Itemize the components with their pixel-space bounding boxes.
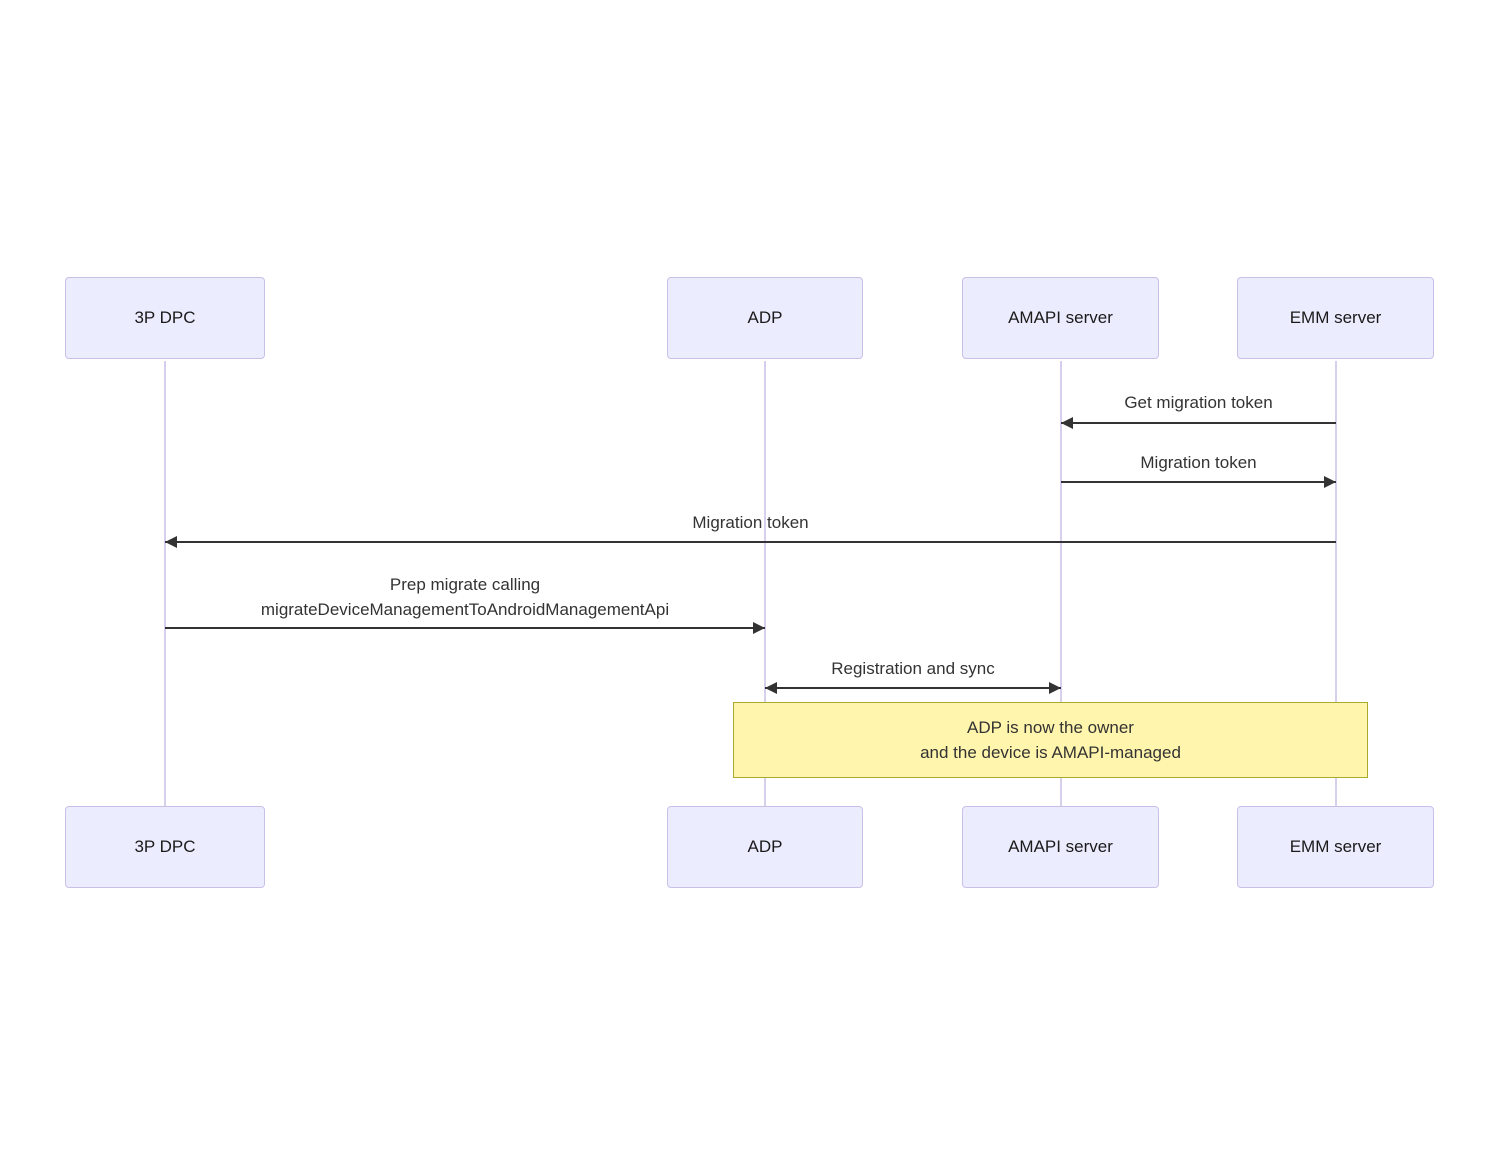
message-label-prep-migrate: Prep migrate calling migrateDeviceManage… [165, 572, 765, 622]
message-label-prep-migrate-line2: migrateDeviceManagementToAndroidManageme… [260, 600, 670, 619]
lifeline-emm-server [1335, 361, 1337, 806]
actor-top-amapi-server: AMAPI server [962, 277, 1159, 359]
message-arrow-registration-and-sync [765, 682, 1061, 694]
actor-top-emm-server: EMM server [1237, 277, 1434, 359]
actor-bottom-3p-dpc: 3P DPC [65, 806, 265, 888]
note-line2: and the device is AMAPI-managed [920, 743, 1181, 762]
arrowhead-left-icon [1061, 417, 1073, 429]
arrowhead-right-icon [753, 622, 765, 634]
note-line1: ADP is now the owner [967, 718, 1134, 737]
arrowhead-left-icon [765, 682, 777, 694]
message-label-prep-migrate-line1: Prep migrate calling [389, 575, 541, 594]
message-label-migration-token-to-emm: Migration token [1140, 453, 1257, 472]
message-arrow-migration-token-to-dpc [165, 536, 1336, 548]
note-adp-owner: ADP is now the owner and the device is A… [733, 702, 1368, 778]
lifeline-3p-dpc [164, 361, 166, 806]
arrowhead-left-icon [165, 536, 177, 548]
arrowhead-right-icon [1324, 476, 1336, 488]
actor-top-adp: ADP [667, 277, 863, 359]
arrowhead-right-icon [1049, 682, 1061, 694]
actor-bottom-emm-server: EMM server [1237, 806, 1434, 888]
lifeline-amapi-server [1060, 361, 1062, 806]
message-arrow-get-migration-token [1061, 417, 1336, 429]
message-label-registration-and-sync: Registration and sync [831, 659, 995, 678]
actor-top-3p-dpc: 3P DPC [65, 277, 265, 359]
message-label-migration-token-to-dpc: Migration token [692, 513, 809, 532]
actor-bottom-adp: ADP [667, 806, 863, 888]
message-label-get-migration-token: Get migration token [1124, 393, 1273, 412]
lifeline-adp [764, 361, 766, 806]
message-arrow-prep-migrate [165, 622, 765, 634]
message-arrow-migration-token-to-emm [1061, 476, 1336, 488]
actor-bottom-amapi-server: AMAPI server [962, 806, 1159, 888]
